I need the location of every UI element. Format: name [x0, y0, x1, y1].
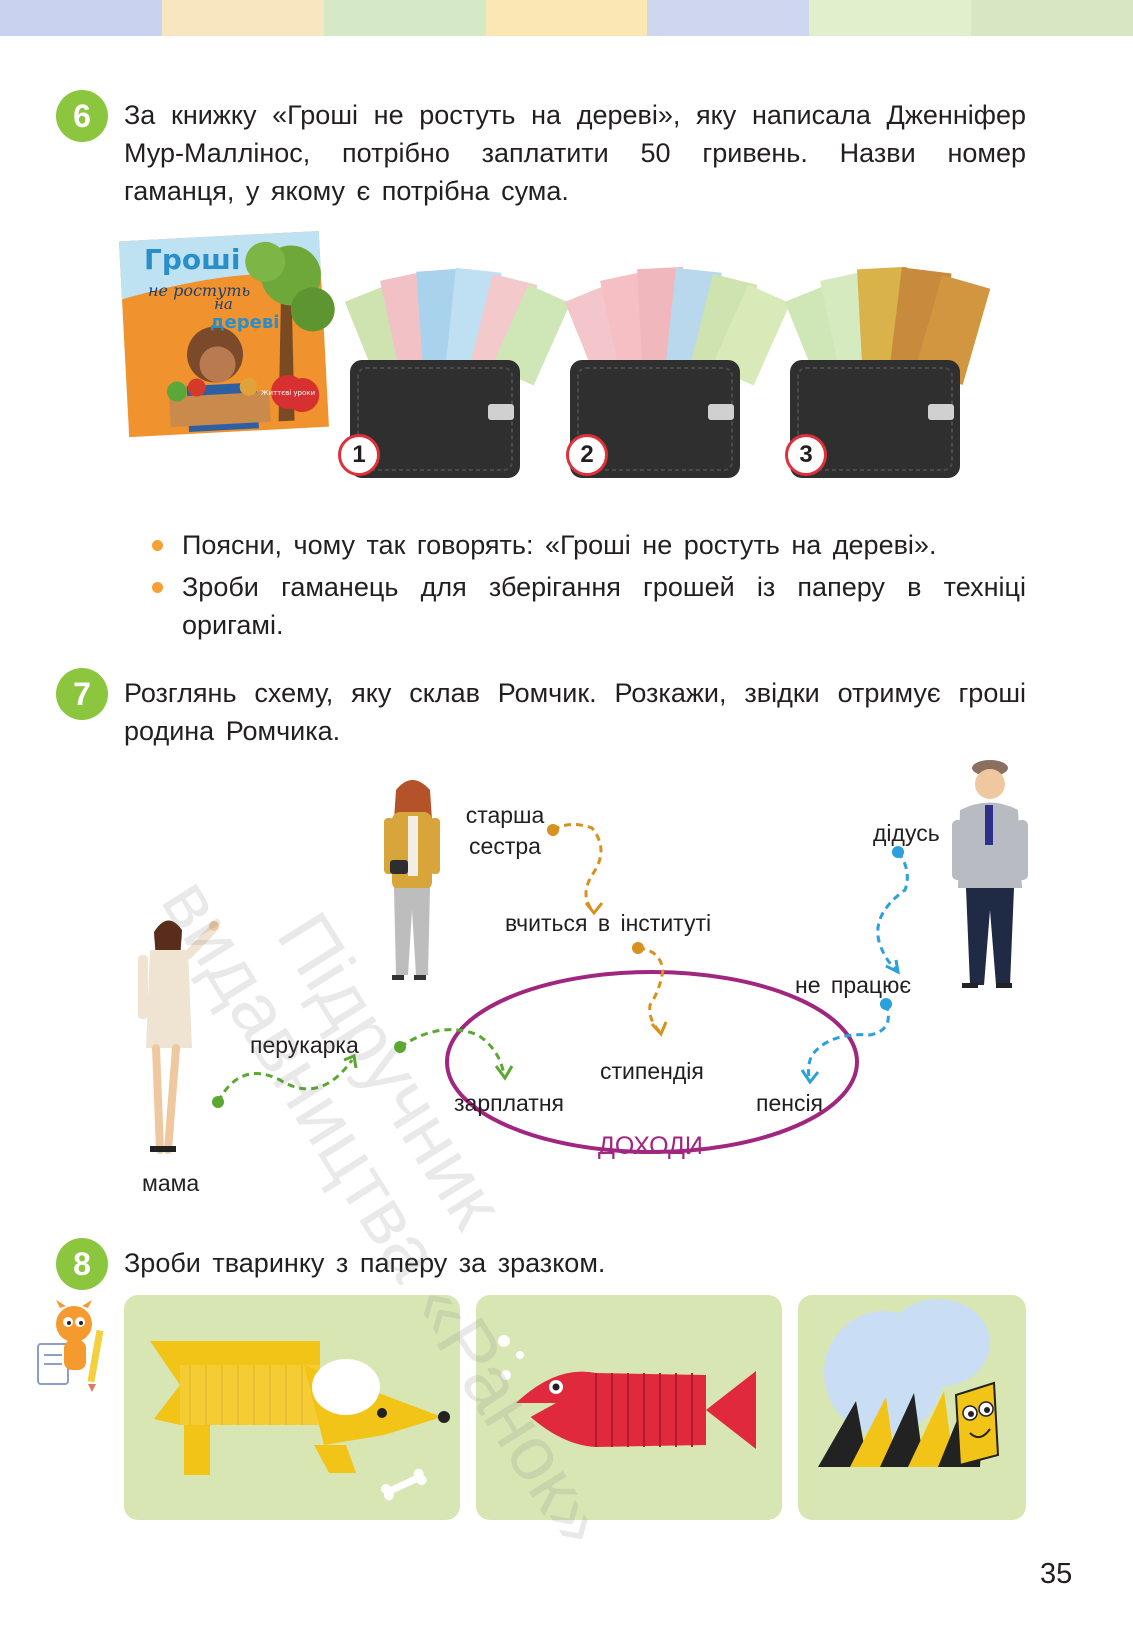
page-number: 35	[1040, 1558, 1073, 1590]
strip-segment	[971, 0, 1133, 36]
wallet-3	[790, 360, 960, 478]
strip-segment	[161, 0, 324, 36]
book-title: Гроші	[144, 243, 240, 276]
wallet-3-banknotes	[784, 266, 991, 386]
wallets-illustration	[344, 266, 991, 478]
top-color-strip	[0, 0, 1133, 36]
label-pension: пенсія	[756, 1090, 824, 1116]
task-6-text: За книжку «Гроші не ростуть на дереві», …	[124, 100, 1026, 206]
label-mom-job: перукарка	[250, 1032, 359, 1058]
paper-fish-icon	[498, 1335, 756, 1449]
task-8-badge: 8	[56, 1238, 108, 1290]
wallet-number-2: 2	[566, 434, 608, 476]
label-studies: вчиться в інституті	[505, 910, 712, 936]
book-series: Життєві уроки	[261, 389, 315, 397]
book-cover: Гроші не ростуть на дереві Життєві уроки	[118, 230, 335, 438]
bullet-item: Зроби гаманець для зберігання грошей із …	[150, 568, 1026, 644]
paper-bee-icon	[818, 1299, 1000, 1467]
wallet-2-banknotes	[564, 266, 791, 386]
book-subtitle-na: на	[214, 295, 233, 313]
bullet-item: Поясни, чому так говорять: «Гроші не рос…	[150, 526, 1026, 564]
task-8-text: Зроби тваринку з паперу за зразком.	[124, 1248, 606, 1278]
label-salary: зарплатня	[454, 1090, 564, 1116]
label-sister: старша сестра	[465, 802, 545, 859]
craft-card-fish	[476, 1295, 782, 1520]
wallet-2	[570, 360, 740, 478]
task-7-text: Розглянь схему, яку склав Ромчик. Розкаж…	[124, 678, 1026, 746]
mascot-pencil-icon	[37, 1300, 104, 1392]
strip-segment	[485, 0, 648, 36]
wallet-1-banknotes	[344, 267, 571, 386]
strip-segment	[323, 0, 486, 36]
strip-segment	[647, 0, 810, 36]
label-not-working: не працює	[795, 972, 912, 998]
wallet-number-3: 3	[785, 434, 827, 476]
label-mom: мама	[142, 1170, 200, 1196]
label-grandpa: дідусь	[873, 820, 940, 846]
mom-figure	[138, 920, 219, 1154]
income-ellipse	[445, 970, 859, 1154]
label-income: ДОХОДИ	[598, 1132, 703, 1160]
book-subtitle: не ростуть	[148, 281, 250, 300]
strip-segment	[0, 0, 162, 36]
task-6-badge: 6	[56, 90, 108, 142]
task-6-bullet-list: Поясни, чому так говорять: «Гроші не рос…	[150, 526, 1026, 648]
sister-figure	[384, 780, 440, 980]
strip-segment	[809, 0, 972, 36]
task-7-badge: 7	[56, 668, 108, 720]
grandpa-figure	[952, 760, 1028, 988]
paper-dog-icon	[150, 1341, 450, 1501]
craft-card-dog	[124, 1295, 460, 1520]
income-scheme	[138, 760, 1028, 1154]
book-subtitle-tree: дереві	[210, 312, 279, 333]
wallet-number-1: 1	[338, 434, 380, 476]
label-stipend: стипендія	[600, 1058, 704, 1084]
craft-card-bee	[798, 1295, 1026, 1520]
wallet-1	[350, 360, 520, 478]
